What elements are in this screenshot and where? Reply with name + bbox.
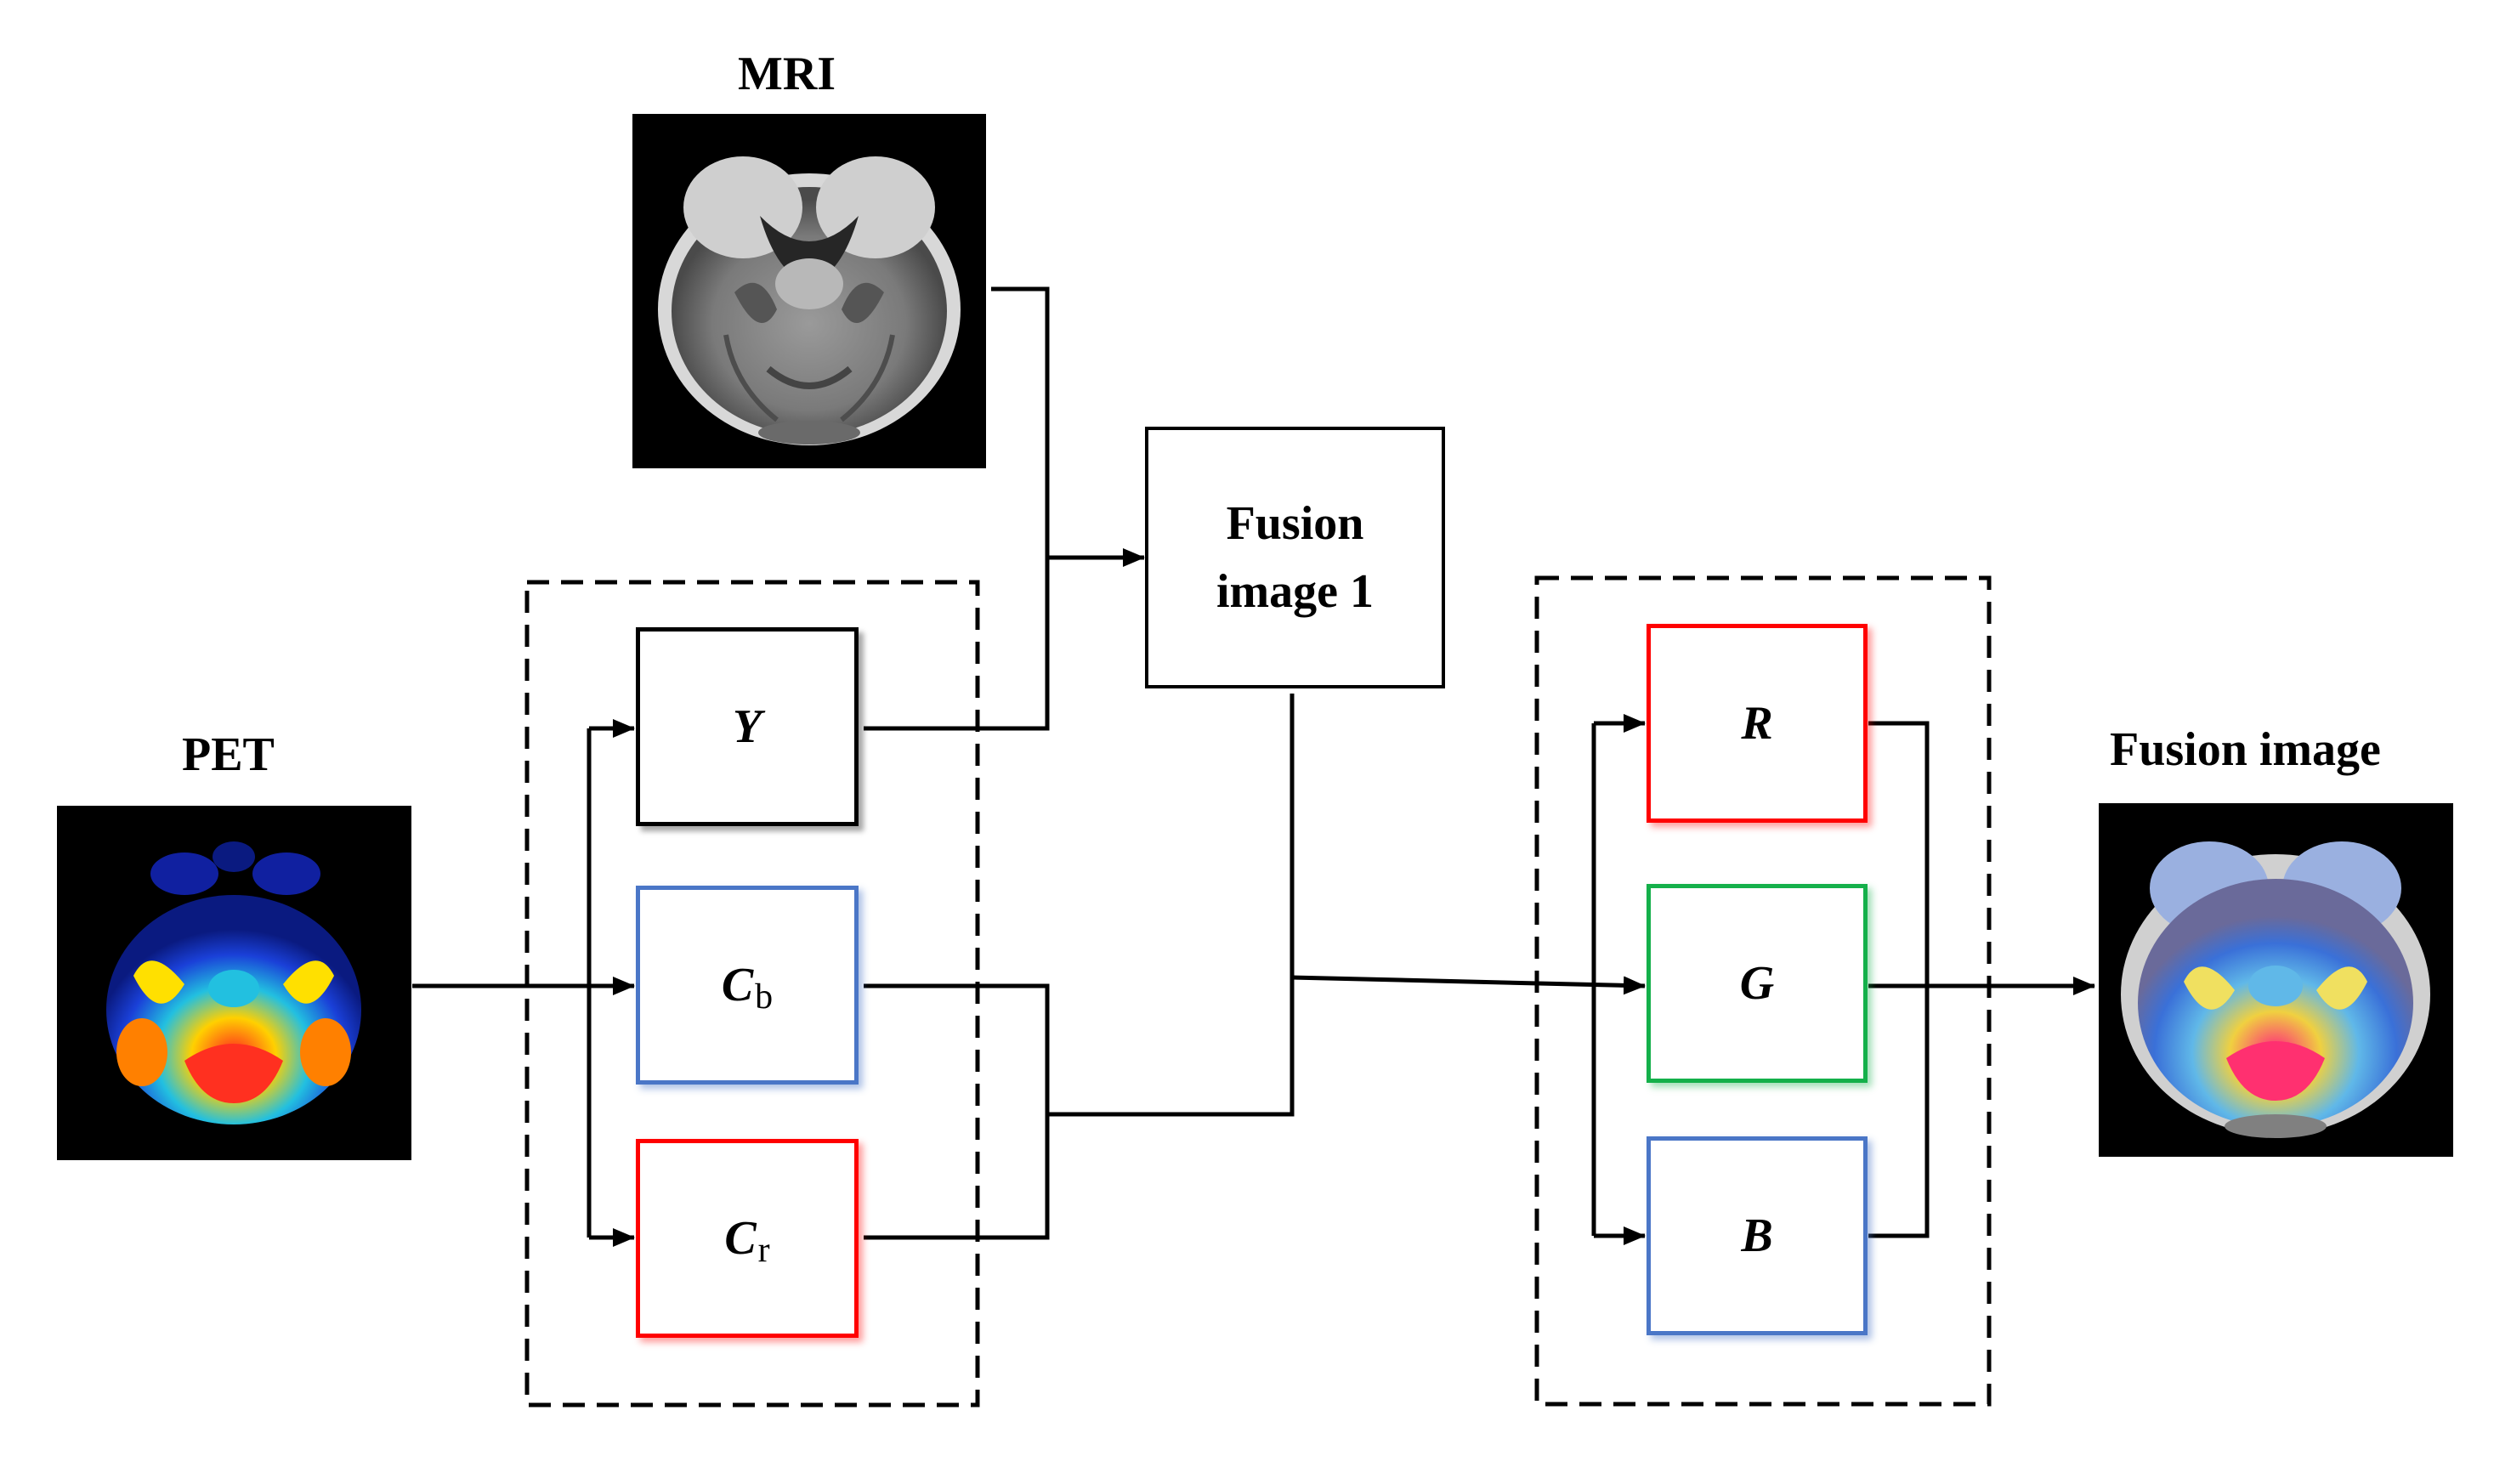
- cr-channel-label: C: [724, 1212, 757, 1265]
- g-channel-box: G: [1647, 884, 1868, 1083]
- y-channel-box: Y: [636, 627, 859, 826]
- y-to-fusion1-line: [864, 558, 1050, 731]
- cr-channel-subscript: r: [757, 1231, 770, 1270]
- fusion-image-1-box: Fusion image 1: [1145, 427, 1445, 688]
- b-channel-box: B: [1647, 1136, 1868, 1335]
- b-channel-label: B: [1741, 1209, 1773, 1262]
- r-channel-box: R: [1647, 624, 1868, 823]
- cb-merge-line: [864, 983, 1050, 1240]
- mri-to-fusion1-line: [991, 286, 1050, 558]
- y-channel-label: Y: [732, 700, 762, 753]
- merge-to-rgb-line: [1291, 975, 1646, 995]
- rgb-merge-line: [1868, 721, 1930, 1238]
- fusion-output-image: [2099, 803, 2453, 1157]
- cb-channel-subscript: b: [755, 977, 774, 1017]
- mri-image: [632, 114, 986, 468]
- fusion-output-label: Fusion image: [2110, 723, 2381, 776]
- cbcr-to-fusion1-line: [1047, 694, 1295, 1117]
- fusion-image-1-line2: image 1: [1216, 565, 1375, 618]
- ycbcr-group-dashed: [524, 580, 980, 1408]
- mri-label: MRI: [738, 48, 836, 100]
- fusion-image-1-line1: Fusion: [1226, 497, 1364, 550]
- g-channel-label: G: [1739, 957, 1775, 1010]
- pet-label: PET: [182, 728, 275, 781]
- cb-channel-label: C: [721, 959, 754, 1011]
- r-channel-label: R: [1741, 697, 1773, 750]
- pet-image: [57, 806, 411, 1160]
- rgb-group-dashed: [1534, 575, 1992, 1407]
